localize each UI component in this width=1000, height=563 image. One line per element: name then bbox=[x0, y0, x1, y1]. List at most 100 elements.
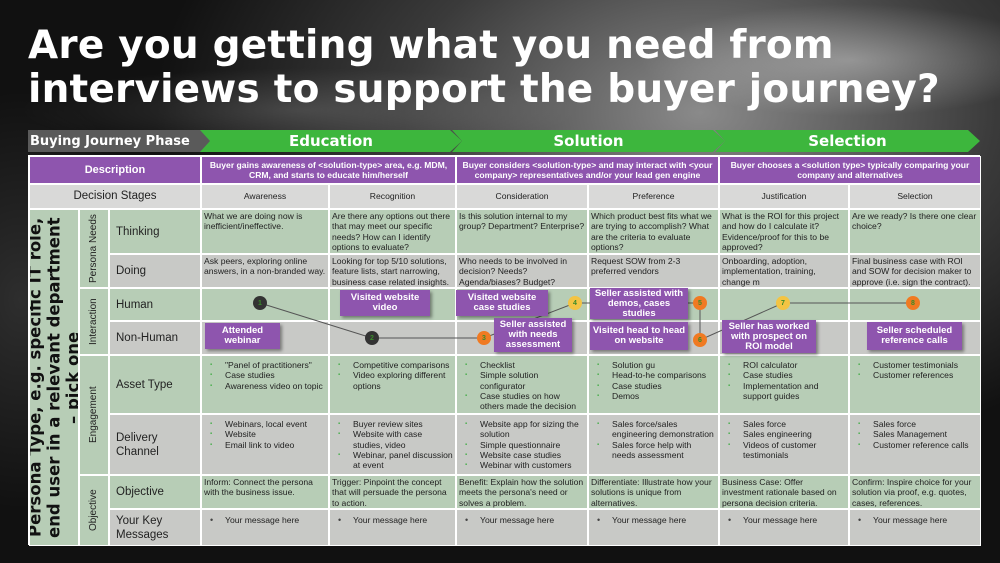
list-item: "Panel of practitioners" bbox=[208, 360, 326, 371]
key-message[interactable]: Your message here bbox=[463, 515, 585, 526]
touchpoint-marker: 3 bbox=[477, 331, 491, 345]
list-item: Implementation and support guides bbox=[726, 381, 846, 402]
list-item: Webinars, local event bbox=[208, 419, 326, 430]
cell-messages: Your message here bbox=[849, 509, 981, 546]
key-message[interactable]: Your message here bbox=[595, 515, 716, 526]
touchpoint-callout: Visited website video bbox=[340, 290, 430, 316]
list-item: Case studies bbox=[208, 370, 326, 381]
list-item: ROI calculator bbox=[726, 360, 846, 371]
row-label-nonhuman: Non-Human bbox=[109, 321, 201, 355]
phase-description: Buyer considers <solution-type> and may … bbox=[456, 156, 719, 184]
touchpoint-marker: 4 bbox=[568, 296, 582, 310]
row-label-human: Human bbox=[109, 288, 201, 321]
bullet-list: Your message here bbox=[332, 515, 453, 526]
list-item: Sales force bbox=[856, 419, 978, 430]
touchpoint-callout: Seller assisted with demos, cases studie… bbox=[590, 288, 688, 319]
list-item: Case studies on how others made the deci… bbox=[463, 391, 585, 412]
cell-thinking: What we are doing now is inefficient/ine… bbox=[201, 209, 329, 254]
list-item: Website with case studies, video bbox=[336, 429, 453, 450]
bullet-list: Sales forceSales ManagementCustomer refe… bbox=[852, 419, 978, 450]
bullet-list: Competitive comparisonsVideo exploring d… bbox=[332, 360, 453, 391]
phase-description: Buyer chooses a <solution type> typicall… bbox=[719, 156, 981, 184]
decision-stage: Justification bbox=[719, 184, 849, 209]
cell-delivery: Sales forceSales engineeringVideos of cu… bbox=[719, 414, 849, 475]
list-item: Sales force/sales engineering demonstrat… bbox=[595, 419, 716, 440]
cell-asset: "Panel of practitioners"Case studiesAwar… bbox=[201, 355, 329, 414]
list-item: Demos bbox=[595, 391, 716, 402]
cell-delivery: Webinars, local eventWebsiteEmail link t… bbox=[201, 414, 329, 475]
list-item: Sales engineering bbox=[726, 429, 846, 440]
cell-objective: Benefit: Explain how the solution meets … bbox=[456, 475, 588, 509]
row-label-asset: Asset Type bbox=[109, 355, 201, 414]
cell-thinking: Are there any options out there that may… bbox=[329, 209, 456, 254]
list-item: Head-to-he comparisons bbox=[595, 370, 716, 381]
bullet-list: Sales force/sales engineering demonstrat… bbox=[591, 419, 716, 460]
list-item: Customer reference calls bbox=[856, 440, 978, 451]
touchpoint-marker: 1 bbox=[253, 296, 267, 310]
touchpoint-callout: Visited website case studies bbox=[456, 290, 548, 316]
phase-education: Education bbox=[200, 130, 462, 152]
list-item: Webinar, panel discussion at event bbox=[336, 450, 453, 471]
key-message[interactable]: Your message here bbox=[336, 515, 453, 526]
list-item: Website case studies bbox=[463, 450, 585, 461]
phase-description: Buyer gains awareness of <solution-type>… bbox=[201, 156, 456, 184]
cell-thinking: Which product best fits what we are tryi… bbox=[588, 209, 719, 254]
title-line-2: interviews to support the buyer journey? bbox=[28, 67, 940, 112]
bullet-list: Webinars, local eventWebsiteEmail link t… bbox=[204, 419, 326, 450]
cell-delivery: Sales forceSales ManagementCustomer refe… bbox=[849, 414, 981, 475]
cell-delivery: Sales force/sales engineering demonstrat… bbox=[588, 414, 719, 475]
touchpoint-callout: Seller assisted with needs assessment bbox=[494, 318, 572, 352]
list-item: Customer testimonials bbox=[856, 360, 978, 371]
cell-asset: ChecklistSimple solution configuratorCas… bbox=[456, 355, 588, 414]
cell-delivery: Website app for sizing the solutionSimpl… bbox=[456, 414, 588, 475]
row-label-doing: Doing bbox=[109, 254, 201, 288]
row-label-delivery: Delivery Channel bbox=[109, 414, 201, 475]
phase-selection: Selection bbox=[715, 130, 980, 152]
touchpoint-callout: Attended webinar bbox=[205, 323, 280, 349]
key-message[interactable]: Your message here bbox=[208, 515, 326, 526]
list-item: Sales force bbox=[726, 419, 846, 430]
cell-messages: Your message here bbox=[329, 509, 456, 546]
bullet-list: Solution guHead-to-he comparisonsCase st… bbox=[591, 360, 716, 401]
cell-messages: Your message here bbox=[588, 509, 719, 546]
list-item: Website bbox=[208, 429, 326, 440]
cell-thinking: What is the ROI for this project and how… bbox=[719, 209, 849, 254]
phase-label: Buying Journey Phase bbox=[28, 130, 218, 152]
list-item: Sales Management bbox=[856, 429, 978, 440]
cell-doing: Who needs to be involved in decision? Ne… bbox=[456, 254, 588, 288]
title-line-1: Are you getting what you need from bbox=[28, 23, 834, 68]
cell-doing: Onboarding, adoption, implementation, tr… bbox=[719, 254, 849, 288]
cell-objective: Differentiate: Illustrate how your solut… bbox=[588, 475, 719, 509]
touchpoint-marker: 7 bbox=[776, 296, 790, 310]
row-label-messages: Your Key Messages bbox=[109, 509, 201, 546]
decision-stage: Preference bbox=[588, 184, 719, 209]
list-item: Website app for sizing the solution bbox=[463, 419, 585, 440]
bullet-list: Your message here bbox=[591, 515, 716, 526]
touchpoint-marker: 8 bbox=[906, 296, 920, 310]
decision-stage: Selection bbox=[849, 184, 981, 209]
cell-objective: Business Case: Offer investment rational… bbox=[719, 475, 849, 509]
cell-asset: Customer testimonialsCustomer references bbox=[849, 355, 981, 414]
cell-doing: Ask peers, exploring online answers, in … bbox=[201, 254, 329, 288]
list-item: Solution gu bbox=[595, 360, 716, 371]
list-item: Buyer review sites bbox=[336, 419, 453, 430]
bullet-list: Your message here bbox=[204, 515, 326, 526]
bullet-list: Your message here bbox=[459, 515, 585, 526]
list-item: Case studies bbox=[726, 370, 846, 381]
cell-delivery: Buyer review sitesWebsite with case stud… bbox=[329, 414, 456, 475]
key-message[interactable]: Your message here bbox=[726, 515, 846, 526]
cell-asset: Solution guHead-to-he comparisonsCase st… bbox=[588, 355, 719, 414]
cell-asset: ROI calculatorCase studiesImplementation… bbox=[719, 355, 849, 414]
bullet-list: ChecklistSimple solution configuratorCas… bbox=[459, 360, 585, 411]
cell-doing: Request SOW from 2-3 preferred vendors bbox=[588, 254, 719, 288]
bullet-list: Customer testimonialsCustomer references bbox=[852, 360, 978, 381]
cell-asset: Competitive comparisonsVideo exploring d… bbox=[329, 355, 456, 414]
key-message[interactable]: Your message here bbox=[856, 515, 978, 526]
touchpoint-marker: 5 bbox=[693, 296, 707, 310]
touchpoint-marker: 6 bbox=[693, 333, 707, 347]
list-item: Customer references bbox=[856, 370, 978, 381]
cell-messages: Your message here bbox=[201, 509, 329, 546]
list-item: Case studies bbox=[595, 381, 716, 392]
bullet-list: Sales forceSales engineeringVideos of cu… bbox=[722, 419, 846, 460]
